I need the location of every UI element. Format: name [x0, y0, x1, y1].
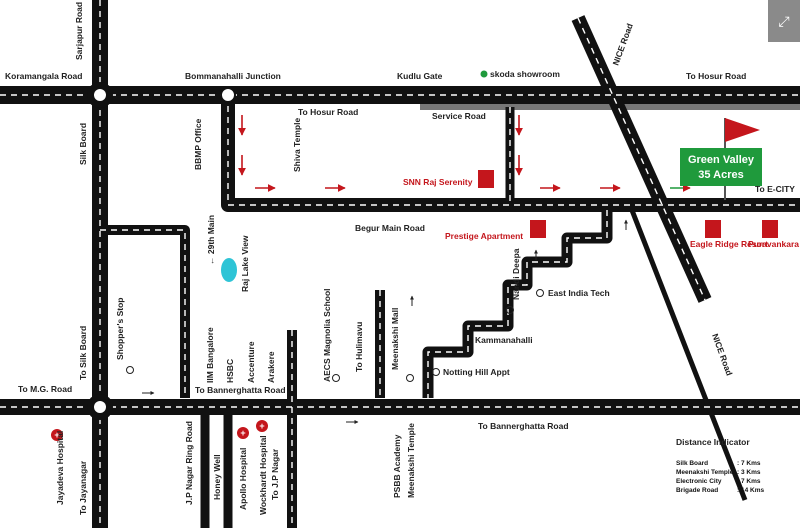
project-flag-icon	[725, 118, 760, 142]
poi-icons	[126, 289, 544, 382]
svg-text:+: +	[240, 428, 245, 438]
label-snn: SNN Raj Serenity	[403, 177, 473, 187]
project-sign	[680, 148, 762, 186]
label-shiva: Shiva Temple	[292, 118, 302, 172]
label-nice-lower: NICE Road	[710, 332, 734, 377]
distance-place: Brigade Road	[676, 487, 718, 494]
east-india-icon	[536, 289, 544, 297]
apollo-hospital-icon	[237, 427, 249, 439]
distance-place: Electronic City	[676, 478, 722, 485]
label-wockhardt: Wockhardt Hospital	[258, 435, 268, 515]
label-arakere: Arakere	[266, 351, 276, 383]
hospital-icons: + + +	[51, 420, 268, 441]
label-meenakshi-mall: Meenakshi Mall	[390, 308, 400, 370]
raj-lake	[221, 258, 237, 282]
label-prestige: Prestige Apartment	[445, 231, 523, 241]
label-hsbc: HSBC	[225, 359, 235, 383]
label-to-jayanagar: To Jayanagar	[78, 460, 88, 515]
prestige-building-icon	[530, 220, 546, 238]
label-to-hosur-mid: To Hosur Road	[298, 107, 358, 117]
svg-text:+: +	[54, 430, 59, 440]
label-jayadeva: Jayadeva Hospital	[55, 431, 65, 505]
label-nice-top: NICE Road	[610, 22, 634, 67]
distance-indicator: Distance Indicator Silk Board : 7 Kms Me…	[676, 437, 764, 494]
distance-value: : 7 Kms	[737, 478, 761, 485]
label-iim: IIM Bangalore	[205, 327, 215, 383]
map-labels: Koramangala Road Sarjapur Road Bommanaha…	[5, 2, 800, 515]
jayadeva-hospital-icon	[51, 429, 63, 441]
nice-road-lower	[625, 199, 748, 501]
distance-value: : 3 Kms	[737, 469, 761, 476]
label-to-ecity: To E-CITY	[755, 184, 795, 194]
wockhardt-hospital-icon	[256, 420, 268, 432]
distance-value: : 7 Kms	[737, 460, 761, 467]
skoda-marker-icon	[480, 70, 488, 78]
label-to-mg: To M.G. Road	[18, 384, 72, 394]
label-kudlu: Kudlu Gate	[397, 71, 443, 81]
label-bbmp: BBMP Office	[193, 118, 203, 170]
label-kammanahalli: Kammanahalli	[475, 335, 533, 345]
label-to-jp: To J.P Nagar	[270, 448, 280, 500]
label-aecs: AECS Magnolia School	[322, 288, 332, 382]
bommanahalli-junction-marker	[220, 87, 236, 103]
label-to-bannerghatta-top: To Bannerghatta Road	[195, 385, 286, 395]
puravankara-building-icon	[762, 220, 778, 238]
label-psbb: PSBB Academy	[392, 434, 402, 498]
eagle-building-icon	[705, 220, 721, 238]
label-meenakshi-temple: Meenakshi Temple	[406, 423, 416, 498]
label-apollo: Apollo Hospital	[238, 448, 248, 510]
expand-button[interactable]	[768, 0, 800, 42]
snn-building-icon	[478, 170, 494, 188]
label-nandi: Nandi Deepa	[511, 248, 521, 300]
distance-value: : 14 Kms	[737, 487, 764, 494]
direction-arrows	[238, 115, 691, 192]
label-puravankara: Puravankara Apartments	[748, 239, 800, 249]
aecs-icon	[332, 374, 340, 382]
distance-place: Silk Board	[676, 460, 708, 467]
label-eagle: Eagle Ridge Resort	[690, 239, 768, 249]
label-bommanahalli: Bommanahalli Junction	[185, 71, 281, 81]
label-shoppers: Shopper's Stop	[115, 298, 125, 360]
label-hulimavu: To Hulimavu	[354, 322, 364, 372]
meenakshi-mall-icon	[406, 374, 414, 382]
distance-place: Meenakshi Temple	[676, 469, 734, 476]
building-icons	[478, 170, 778, 238]
project-size: 35 Acres	[698, 169, 743, 181]
label-skoda: skoda showroom	[490, 69, 560, 79]
notting-icon	[432, 368, 440, 376]
label-sarjapur: Sarjapur Road	[74, 2, 84, 60]
label-notting: Notting Hill Appt	[443, 367, 510, 377]
small-arrows	[142, 219, 628, 424]
label-honeywell: Honey Well	[212, 454, 222, 500]
nandi-icon	[506, 306, 514, 314]
label-east-india: East India Tech	[548, 288, 610, 298]
shoppers-icon	[126, 366, 134, 374]
label-service-road: Service Road	[432, 111, 486, 121]
svg-text:+: +	[259, 421, 264, 431]
label-to-hosur-top: To Hosur Road	[686, 71, 746, 81]
label-begur: Begur Main Road	[355, 223, 425, 233]
label-jp-ring: J.P Nagar Ring Road	[184, 421, 194, 505]
label-koramangala: Koramangala Road	[5, 71, 82, 81]
expand-icon: ⤢	[778, 13, 789, 29]
koramangala-junction-core	[94, 89, 106, 101]
project-name: Green Valley	[688, 154, 755, 166]
silk-loop	[100, 225, 190, 398]
silk-board-junction-core	[94, 401, 106, 413]
label-29th-main: ← 29th Main	[206, 215, 216, 265]
label-accenture: Accenture	[246, 341, 256, 383]
label-raj-lake: Raj Lake View	[240, 235, 250, 292]
distance-title: Distance Indicator	[676, 437, 750, 447]
label-silk-board-top: Silk Board	[78, 123, 88, 165]
label-to-bannerghatta-bottom: To Bannerghatta Road	[478, 421, 569, 431]
label-to-silk: To Silk Board	[78, 326, 88, 380]
